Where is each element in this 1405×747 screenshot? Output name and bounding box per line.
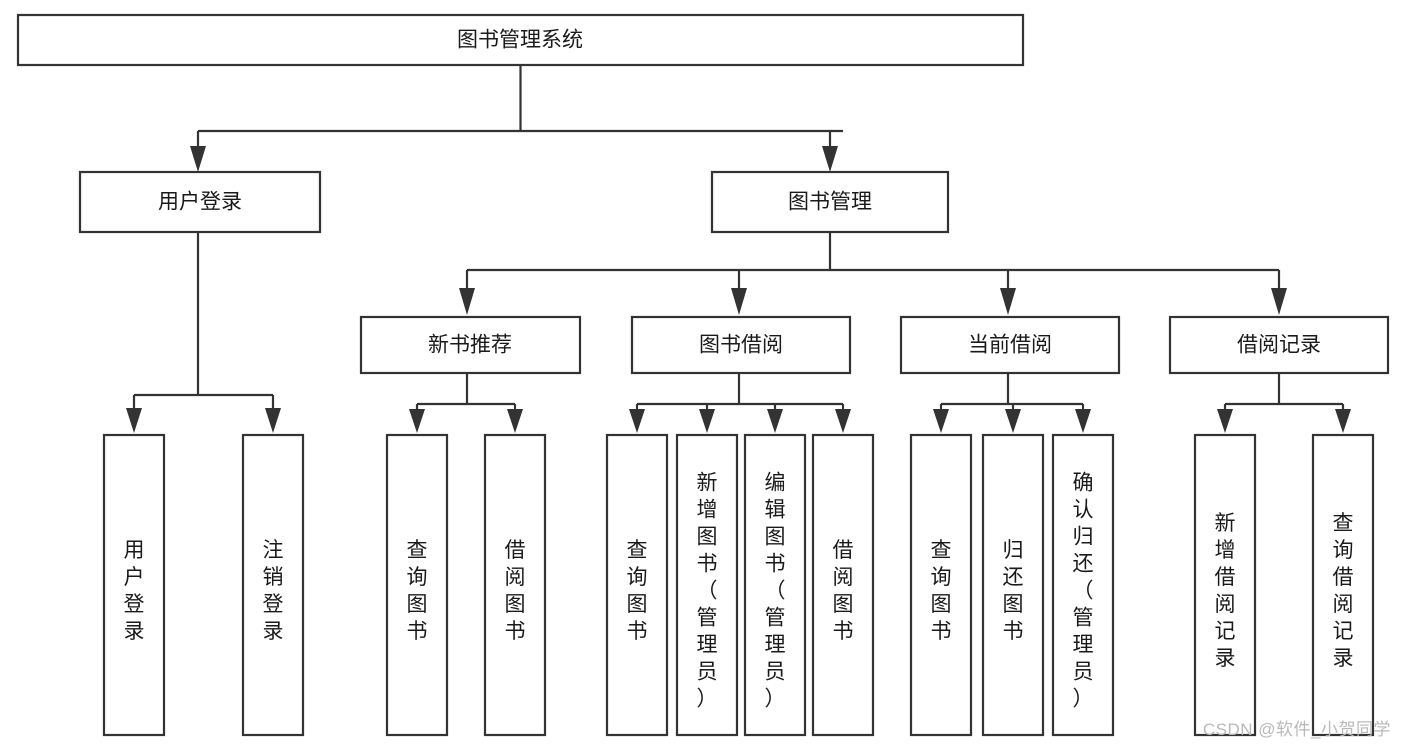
book-manage-label: 图书管理 — [788, 191, 872, 214]
leaf-user-logout[interactable]: 注销登录 — [241, 433, 305, 737]
arrow-head-leaf-query-record — [1335, 409, 1351, 433]
book-borrow-label: 图书借阅 — [699, 334, 783, 357]
leaf-user-login[interactable]: 用户登录 — [102, 433, 166, 737]
leaf-add-record-box[interactable] — [1193, 433, 1257, 737]
leaf-confirm-return-box[interactable] — [1051, 433, 1115, 737]
leaf-borrow-book-1-box[interactable] — [483, 433, 547, 737]
arrow-head-leaf-return-book — [1005, 409, 1021, 433]
book-borrow-box[interactable] — [630, 315, 852, 375]
arrow-head-current-borrow — [1000, 288, 1016, 315]
leaf-add-book-box[interactable] — [675, 433, 739, 737]
leaf-query-book-2-box[interactable] — [605, 433, 669, 737]
leaf-borrow-book-2-box[interactable] — [811, 433, 875, 737]
node-root[interactable]: 图书管理系统 — [16, 13, 1025, 67]
node-book-manage[interactable]: 图书管理 — [710, 170, 950, 234]
root-box[interactable] — [16, 13, 1025, 67]
leaf-edit-book-box[interactable] — [743, 433, 807, 737]
arrow-head-leaf-query-book-2 — [629, 409, 645, 433]
leaf-borrow-book-2[interactable]: 借阅图书 — [811, 433, 875, 737]
leaf-add-book[interactable]: 新增图书（管理员） — [675, 433, 739, 737]
arrow-head-leaf-user-login — [126, 408, 142, 433]
node-current-borrow[interactable]: 当前借阅 — [899, 315, 1121, 375]
arrow-head-leaf-edit-book — [767, 409, 783, 433]
arrow-head-leaf-add-record — [1217, 409, 1233, 433]
arrow-head-leaf-query-book-1 — [409, 409, 425, 433]
leaf-borrow-book-1[interactable]: 借阅图书 — [483, 433, 547, 737]
leaf-query-book-2-label: 查询图书 — [627, 539, 648, 643]
leaf-query-record-box[interactable] — [1311, 433, 1375, 737]
leaf-user-login-box[interactable] — [102, 433, 166, 737]
leaf-return-book[interactable]: 归还图书 — [981, 433, 1045, 737]
leaf-edit-book-label: 编辑图书（管理员） — [765, 471, 786, 710]
arrow-head-user-login — [190, 146, 206, 172]
leaf-query-record-label: 查询借阅记录 — [1333, 512, 1354, 670]
leaf-add-record[interactable]: 新增借阅记录 — [1193, 433, 1257, 737]
leaf-return-book-box[interactable] — [981, 433, 1045, 737]
book-manage-box[interactable] — [710, 170, 950, 234]
new-book-rec-label: 新书推荐 — [428, 334, 512, 357]
leaf-add-book-label: 新增图书（管理员） — [697, 471, 718, 710]
connector-layer — [126, 65, 1351, 433]
node-user-login[interactable]: 用户登录 — [78, 170, 322, 234]
arrow-head-book-manage — [822, 146, 838, 172]
current-borrow-box[interactable] — [899, 315, 1121, 375]
leaf-node-layer: 用户登录 注销登录 查询图书 借阅图书 查询图书 新增图书（管理员） 编辑图书（管理员） 借阅… — [102, 433, 1375, 737]
leaf-query-book-3[interactable]: 查询图书 — [909, 433, 973, 737]
node-borrow-record[interactable]: 借阅记录 — [1168, 315, 1390, 375]
new-book-rec-box[interactable] — [359, 315, 582, 375]
user-login-box[interactable] — [78, 170, 322, 234]
leaf-query-book-3-label: 查询图书 — [931, 539, 952, 643]
borrow-record-label: 借阅记录 — [1237, 334, 1321, 357]
leaf-query-book-1-box[interactable] — [385, 433, 449, 737]
leaf-confirm-return[interactable]: 确认归还（管理员） — [1051, 433, 1115, 737]
leaf-query-book-2[interactable]: 查询图书 — [605, 433, 669, 737]
leaf-return-book-label: 归还图书 — [1003, 539, 1024, 643]
arrow-head-leaf-user-logout — [265, 408, 281, 433]
leaf-user-logout-label: 注销登录 — [263, 539, 284, 643]
leaf-query-book-1-label: 查询图书 — [407, 539, 428, 643]
arrow-head-leaf-borrow-book-2 — [835, 409, 851, 433]
arrow-head-new-book-rec — [459, 288, 475, 315]
leaf-query-book-1[interactable]: 查询图书 — [385, 433, 449, 737]
arrow-head-leaf-confirm-return — [1075, 409, 1091, 433]
borrow-record-box[interactable] — [1168, 315, 1390, 375]
leaf-query-record[interactable]: 查询借阅记录 — [1311, 433, 1375, 737]
arrow-head-borrow-record — [1271, 288, 1287, 315]
current-borrow-label: 当前借阅 — [968, 334, 1052, 357]
arrow-head-leaf-borrow-book-1 — [507, 409, 523, 433]
leaf-edit-book[interactable]: 编辑图书（管理员） — [743, 433, 807, 737]
leaf-confirm-return-label: 确认归还（管理员） — [1073, 471, 1094, 710]
leaf-user-logout-box[interactable] — [241, 433, 305, 737]
node-new-book-rec[interactable]: 新书推荐 — [359, 315, 582, 375]
user-login-label: 用户登录 — [158, 191, 242, 214]
leaf-add-record-label: 新增借阅记录 — [1215, 512, 1236, 670]
arrow-head-leaf-add-book — [699, 409, 715, 433]
leaf-borrow-book-2-label: 借阅图书 — [833, 539, 854, 643]
node-book-borrow[interactable]: 图书借阅 — [630, 315, 852, 375]
leaf-user-login-label: 用户登录 — [124, 539, 145, 643]
leaf-query-book-3-box[interactable] — [909, 433, 973, 737]
root-label: 图书管理系统 — [457, 29, 583, 52]
leaf-borrow-book-1-label: 借阅图书 — [505, 539, 526, 643]
arrow-head-leaf-query-book-3 — [933, 409, 949, 433]
arrow-head-book-borrow — [731, 288, 747, 315]
